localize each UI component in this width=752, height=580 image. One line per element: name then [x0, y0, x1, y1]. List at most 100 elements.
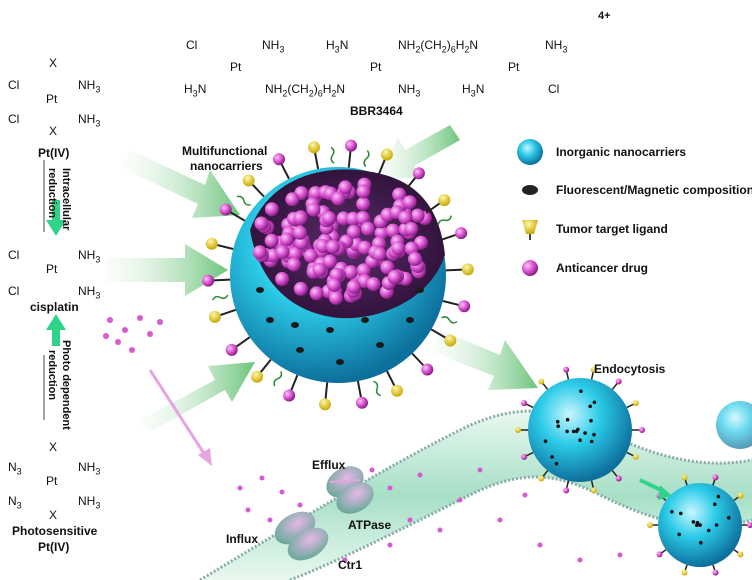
legend-item-inorganic-nanocarriers: Inorganic nanocarriers	[556, 145, 687, 159]
pt-iv-label: Pt(IV)	[38, 146, 70, 160]
cisplatin-nh3-upper: NH3	[78, 248, 101, 265]
bbr-pt-mid: Pt	[370, 60, 382, 74]
drug-particle	[219, 203, 232, 216]
photo-x-top: X	[49, 440, 58, 454]
legend-icons	[517, 139, 543, 276]
ctr1-channel	[274, 511, 329, 561]
ligand-particle	[308, 141, 320, 154]
bbr-h3n-mid: H3N	[326, 38, 349, 55]
pt-iv-cl-upper: Cl	[8, 78, 20, 92]
ligand-particle	[242, 174, 255, 187]
legend-item-fluorescent-magnetic: Fluorescent/Magnetic composition	[556, 183, 752, 197]
reduction-label-2: reduction	[46, 350, 58, 401]
bbr-nh3-mid: NH3	[398, 82, 421, 99]
multifunctional-label-1: Multifunctional	[182, 144, 268, 158]
legend-item-anticancer-drug: Anticancer drug	[556, 261, 649, 275]
drug-particle	[225, 343, 238, 356]
ligand-particle	[380, 148, 393, 161]
bbr-linker-right: NH2(CH2)6H2N	[398, 38, 479, 55]
pt-iv-cl-lower: Cl	[8, 112, 20, 126]
drug-particle	[458, 300, 471, 313]
bbr-nh3-right: NH3	[545, 38, 568, 55]
bbr3464-label: BBR3464	[350, 104, 403, 118]
photo-n3-lower: N3	[8, 494, 22, 511]
photo-nh3-lower: NH3	[78, 494, 101, 511]
cisplatin-pt: Pt	[46, 262, 58, 276]
bbr-nh3-left-top: NH3	[262, 38, 285, 55]
drug-particle	[455, 227, 468, 240]
drug-particle	[283, 389, 296, 402]
photo-x-bottom: X	[49, 508, 58, 522]
main-nanocarrier	[230, 167, 446, 383]
cisplatin-nh3-lower: NH3	[78, 284, 101, 301]
sphere-icon	[517, 139, 543, 165]
drug-particle	[421, 363, 434, 376]
cisplatin-label: cisplatin	[30, 300, 79, 314]
ligand-particle	[391, 384, 403, 397]
pt-iv-x-bottom: X	[49, 124, 58, 138]
ligand-particle	[205, 237, 218, 250]
endocytosis-label: Endocytosis	[594, 362, 666, 376]
composition-dot	[361, 317, 369, 323]
endocytosis-nanocarrier	[515, 366, 645, 494]
bbr-cl-right: Cl	[548, 82, 560, 96]
drug-particle	[273, 153, 285, 166]
composition-dot	[256, 287, 264, 293]
composition-dot	[406, 317, 414, 323]
pink-drug-icon	[522, 260, 538, 276]
ligand-particle	[319, 398, 331, 411]
diffusion-arrow	[148, 369, 212, 466]
yellow-ligand-icon	[522, 220, 538, 240]
reduction-label-1: reduction	[46, 168, 58, 219]
photo-pt: Pt	[46, 474, 58, 488]
intracellular-reduction-label: Intracellular	[60, 168, 72, 231]
ligand-particle	[208, 310, 221, 323]
bbr-cl-left: Cl	[186, 38, 198, 52]
influx-label: Influx	[226, 532, 258, 546]
photosensitive-label-2: Pt(IV)	[38, 540, 70, 554]
ctr1-label: Ctr1	[338, 558, 363, 572]
pt-iv-x-top: X	[49, 56, 58, 70]
bbr-h3n-left: H3N	[184, 82, 207, 99]
legend-item-tumor-target-ligand: Tumor target ligand	[556, 222, 668, 236]
atpase-channel	[326, 466, 374, 514]
composition-dot	[291, 322, 299, 328]
cisplatin-cl-upper: Cl	[8, 248, 20, 262]
composition-dot	[336, 359, 344, 365]
pt-iv-pt: Pt	[46, 92, 58, 106]
ligand-particle	[251, 370, 264, 383]
composition-dot	[296, 347, 304, 353]
pt-iv-nh3-upper: NH3	[78, 78, 101, 95]
multifunctional-label-2: nanocarriers	[190, 159, 263, 173]
ligand-particle	[438, 194, 451, 207]
ligand-particle	[461, 263, 474, 276]
cisplatin-cl-lower: Cl	[8, 284, 20, 298]
bbr-linker-left: NH2(CH2)6H2N	[265, 82, 346, 99]
drug-particle	[345, 139, 357, 152]
photo-dependent-label: Photo dependent	[60, 340, 72, 430]
black-dot-icon	[522, 185, 538, 195]
composition-dot	[266, 317, 274, 323]
drug-particle	[202, 274, 215, 287]
drug-particle	[412, 167, 425, 180]
bbr-charge: 4+	[598, 10, 611, 22]
composition-dot	[376, 342, 384, 348]
reduction-arrows	[43, 160, 66, 420]
photo-n3-upper: N3	[8, 460, 22, 477]
composition-dot	[326, 327, 334, 333]
photosensitive-label-1: Photosensitive	[12, 524, 98, 538]
bbr-pt-right: Pt	[508, 60, 520, 74]
pt-iv-nh3-lower: NH3	[78, 112, 101, 129]
drug-particle	[356, 396, 368, 409]
efflux-label: Efflux	[312, 458, 346, 472]
atpase-label: ATPase	[348, 518, 392, 532]
photo-nh3-upper: NH3	[78, 460, 101, 477]
composition-dot	[416, 287, 424, 293]
bbr-pt-left: Pt	[230, 60, 242, 74]
delivery-arrows	[105, 125, 538, 432]
bbr-h3n-right: H3N	[462, 82, 485, 99]
edge-nanocarrier	[716, 401, 752, 449]
ligand-particle	[444, 334, 457, 347]
